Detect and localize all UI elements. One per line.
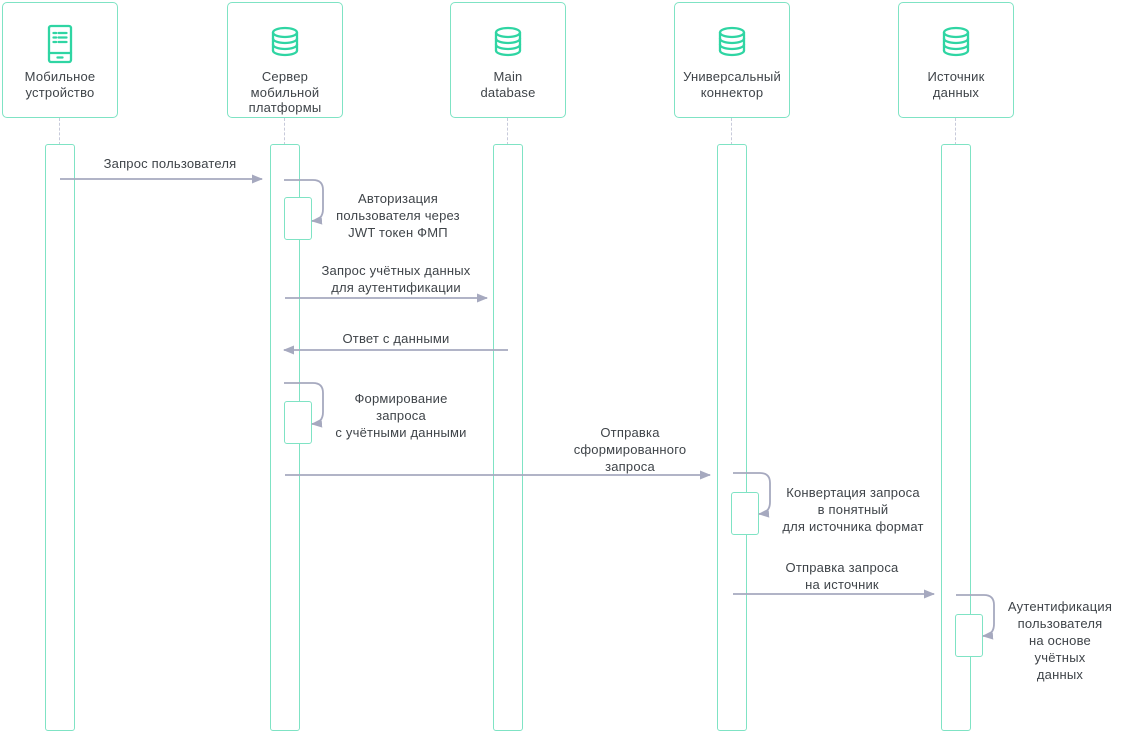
participant-label: Main database: [480, 69, 536, 100]
self-label-form-request: Формирование запроса с учётными данными: [335, 391, 467, 440]
device-icon: [40, 24, 80, 64]
participant-label: Сервер мобильной платформы: [248, 69, 322, 115]
message-label-data-response: Ответ с данными: [342, 331, 450, 346]
lifeline-dash-main-database: [507, 118, 508, 145]
self-label-convert-request: Конвертация запроса в понятный для источ…: [782, 485, 924, 534]
participant-label: Мобильное устройство: [24, 69, 96, 100]
activation-bar-main-database: [493, 144, 523, 731]
lifeline-dash-mobile-platform-server: [284, 118, 285, 145]
self-activation-convert-request: [731, 492, 759, 535]
participant-label: Универсальный коннектор: [683, 69, 781, 100]
activation-bar-universal-connector: [717, 144, 747, 731]
lifeline-dash-universal-connector: [731, 118, 732, 145]
message-label-formed-request: Отправка сформированного запроса: [573, 425, 687, 474]
message-label-credentials-request: Запрос учётных данных для аутентификации: [321, 263, 471, 295]
participant-main-database: Main database: [450, 2, 566, 118]
database-icon: [265, 24, 305, 64]
database-icon: [712, 24, 752, 64]
self-activation-authentication: [955, 614, 983, 657]
database-icon: [488, 24, 528, 64]
self-activation-authorization: [284, 197, 312, 240]
self-label-authentication: Аутентификация пользователя на основе уч…: [1007, 599, 1113, 682]
participant-label: Источник данных: [927, 69, 985, 100]
participant-universal-connector: Универсальный коннектор: [674, 2, 790, 118]
self-activation-form-request: [284, 401, 312, 444]
lifeline-dash-mobile-device: [59, 118, 60, 145]
database-icon: [936, 24, 976, 64]
self-label-authorization: Авторизация пользователя через JWT токен…: [336, 191, 460, 240]
participant-mobile-device: Мобильное устройство: [2, 2, 118, 118]
lifeline-dash-data-source: [955, 118, 956, 145]
message-label-user-request: Запрос пользователя: [103, 156, 237, 171]
participant-mobile-platform-server: Сервер мобильной платформы: [227, 2, 343, 118]
activation-bar-mobile-device: [45, 144, 75, 731]
message-label-request-to-source: Отправка запроса на источник: [785, 560, 899, 592]
participant-data-source: Источник данных: [898, 2, 1014, 118]
